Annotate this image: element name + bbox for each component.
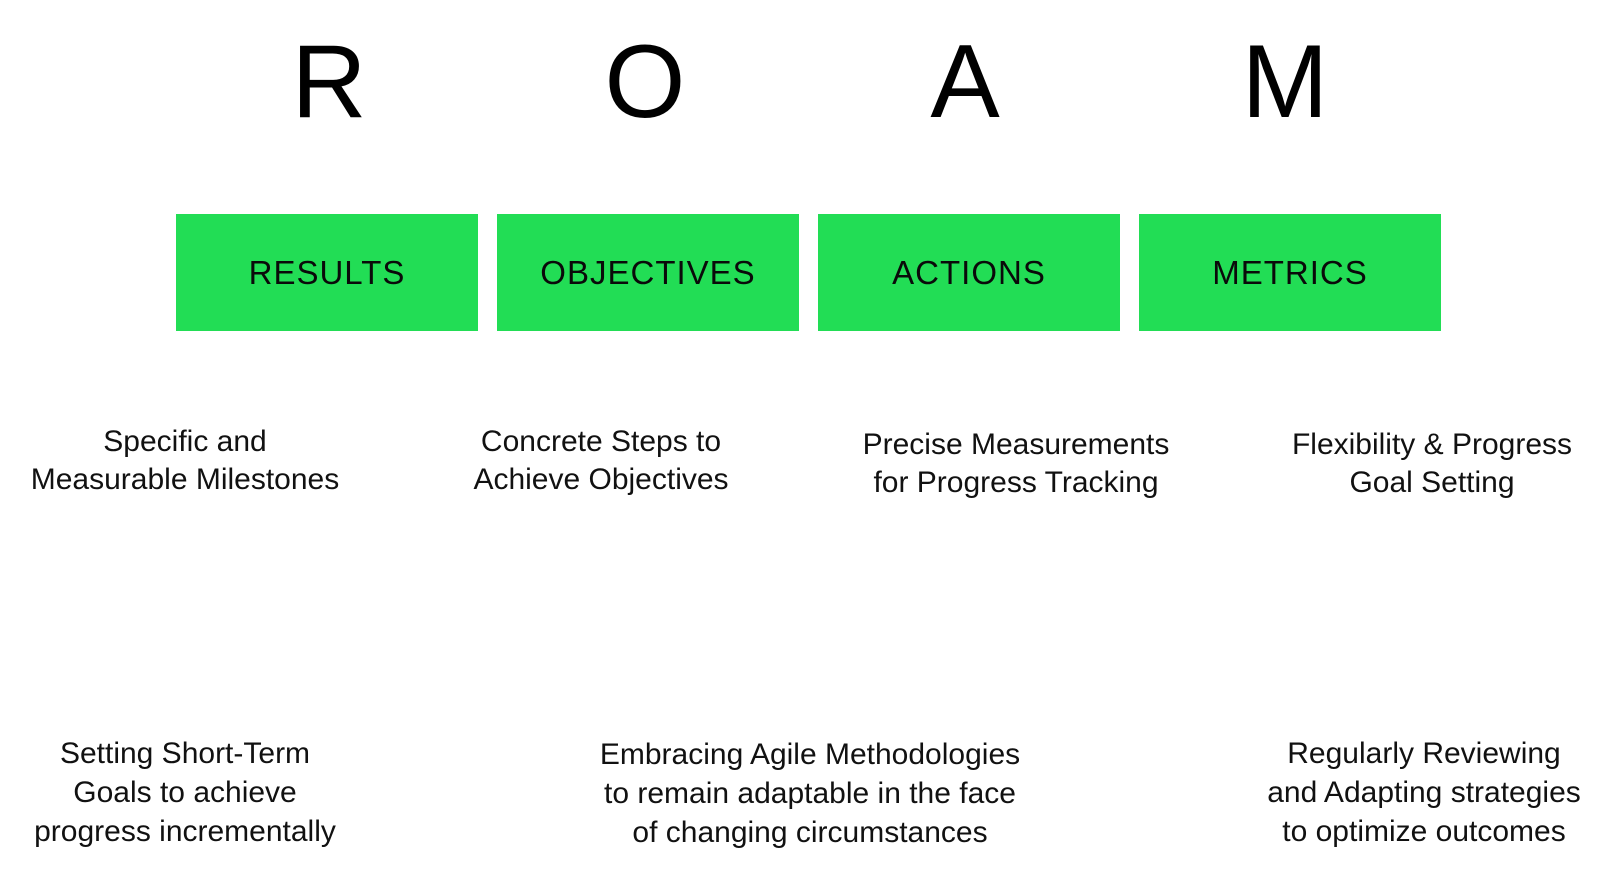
short-term-goals-note: Setting Short-Term Goals to achieve prog… bbox=[4, 734, 366, 851]
letter-a: A bbox=[930, 24, 1000, 140]
letter-o: O bbox=[604, 24, 686, 140]
note-line: to optimize outcomes bbox=[1282, 815, 1566, 848]
actions-description: Precise Measurements for Progress Tracki… bbox=[835, 426, 1197, 502]
letter-r: R bbox=[291, 24, 367, 140]
note-line: Setting Short-Term bbox=[59, 737, 311, 770]
note-line: to remain adaptable in the face bbox=[604, 777, 1016, 810]
note-line: Regularly Reviewing bbox=[1287, 737, 1561, 770]
description-line: Concrete Steps to bbox=[480, 425, 722, 458]
description-line: Goal Setting bbox=[1349, 466, 1515, 499]
description-line: for Progress Tracking bbox=[873, 466, 1159, 499]
results-label: RESULTS bbox=[248, 253, 406, 291]
objectives-box: OBJECTIVES bbox=[497, 214, 799, 331]
results-box: RESULTS bbox=[176, 214, 478, 331]
actions-box: ACTIONS bbox=[818, 214, 1120, 331]
note-line: Embracing Agile Methodologies bbox=[599, 738, 1021, 771]
description-line: Specific and bbox=[103, 425, 267, 458]
actions-label: ACTIONS bbox=[892, 253, 1046, 291]
metrics-label: METRICS bbox=[1212, 253, 1368, 291]
description-line: Flexibility & Progress bbox=[1291, 428, 1573, 461]
metrics-box: METRICS bbox=[1139, 214, 1441, 331]
metrics-description: Flexibility & Progress Goal Setting bbox=[1251, 426, 1609, 502]
objectives-description: Concrete Steps to Achieve Objectives bbox=[420, 423, 782, 499]
description-line: Measurable Milestones bbox=[30, 463, 340, 496]
note-line: Goals to achieve bbox=[73, 776, 297, 809]
description-line: Achieve Objectives bbox=[473, 463, 729, 496]
agile-methodologies-note: Embracing Agile Methodologies to remain … bbox=[570, 735, 1050, 852]
note-line: and Adapting strategies bbox=[1267, 776, 1581, 809]
description-line: Precise Measurements bbox=[862, 428, 1170, 461]
note-line: of changing circumstances bbox=[632, 816, 988, 849]
objectives-label: OBJECTIVES bbox=[540, 253, 756, 291]
note-line: progress incrementally bbox=[34, 815, 336, 848]
results-description: Specific and Measurable Milestones bbox=[4, 423, 366, 499]
letter-m: M bbox=[1241, 24, 1329, 140]
reviewing-strategies-note: Regularly Reviewing and Adapting strateg… bbox=[1240, 734, 1608, 851]
